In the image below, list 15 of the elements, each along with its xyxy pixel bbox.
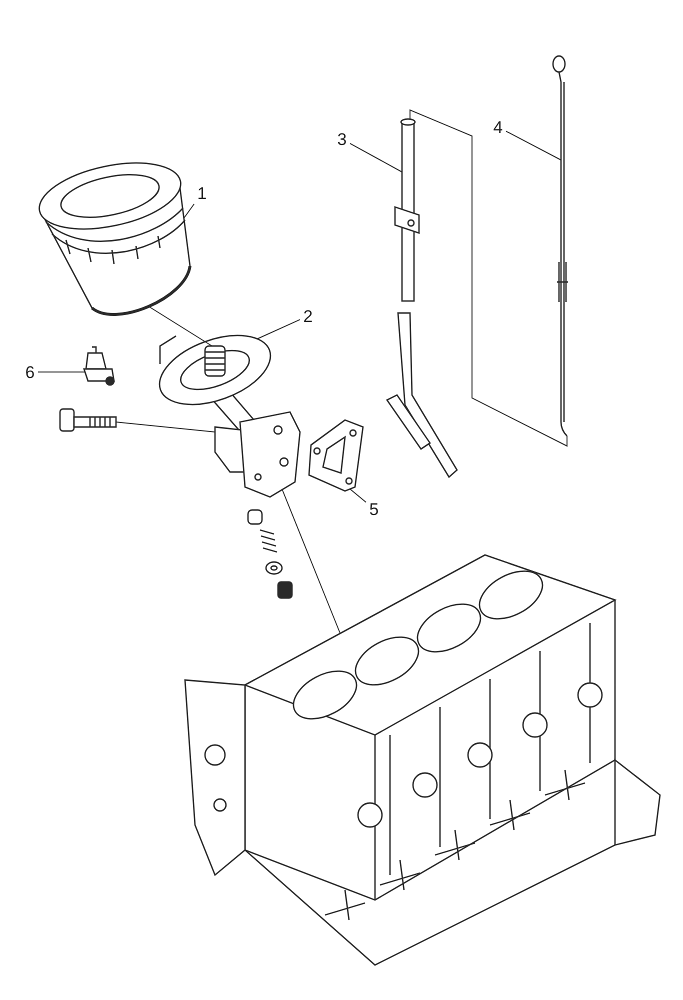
callout-number: 5 bbox=[369, 500, 379, 518]
leader-line bbox=[350, 488, 366, 503]
assembly-line bbox=[116, 422, 216, 432]
assembly-line bbox=[148, 306, 212, 346]
leader-line bbox=[256, 319, 300, 340]
assembly-line bbox=[410, 109, 568, 447]
assembly-line bbox=[282, 488, 340, 634]
leader-line bbox=[506, 130, 562, 160]
callout-number: 1 bbox=[197, 184, 207, 202]
callout-number: 2 bbox=[303, 308, 313, 324]
leader-line bbox=[350, 142, 402, 172]
callout-number: 3 bbox=[337, 130, 347, 148]
callout-number: 6 bbox=[25, 364, 35, 380]
callout-number: 4 bbox=[493, 118, 503, 136]
leader-line bbox=[184, 204, 195, 218]
